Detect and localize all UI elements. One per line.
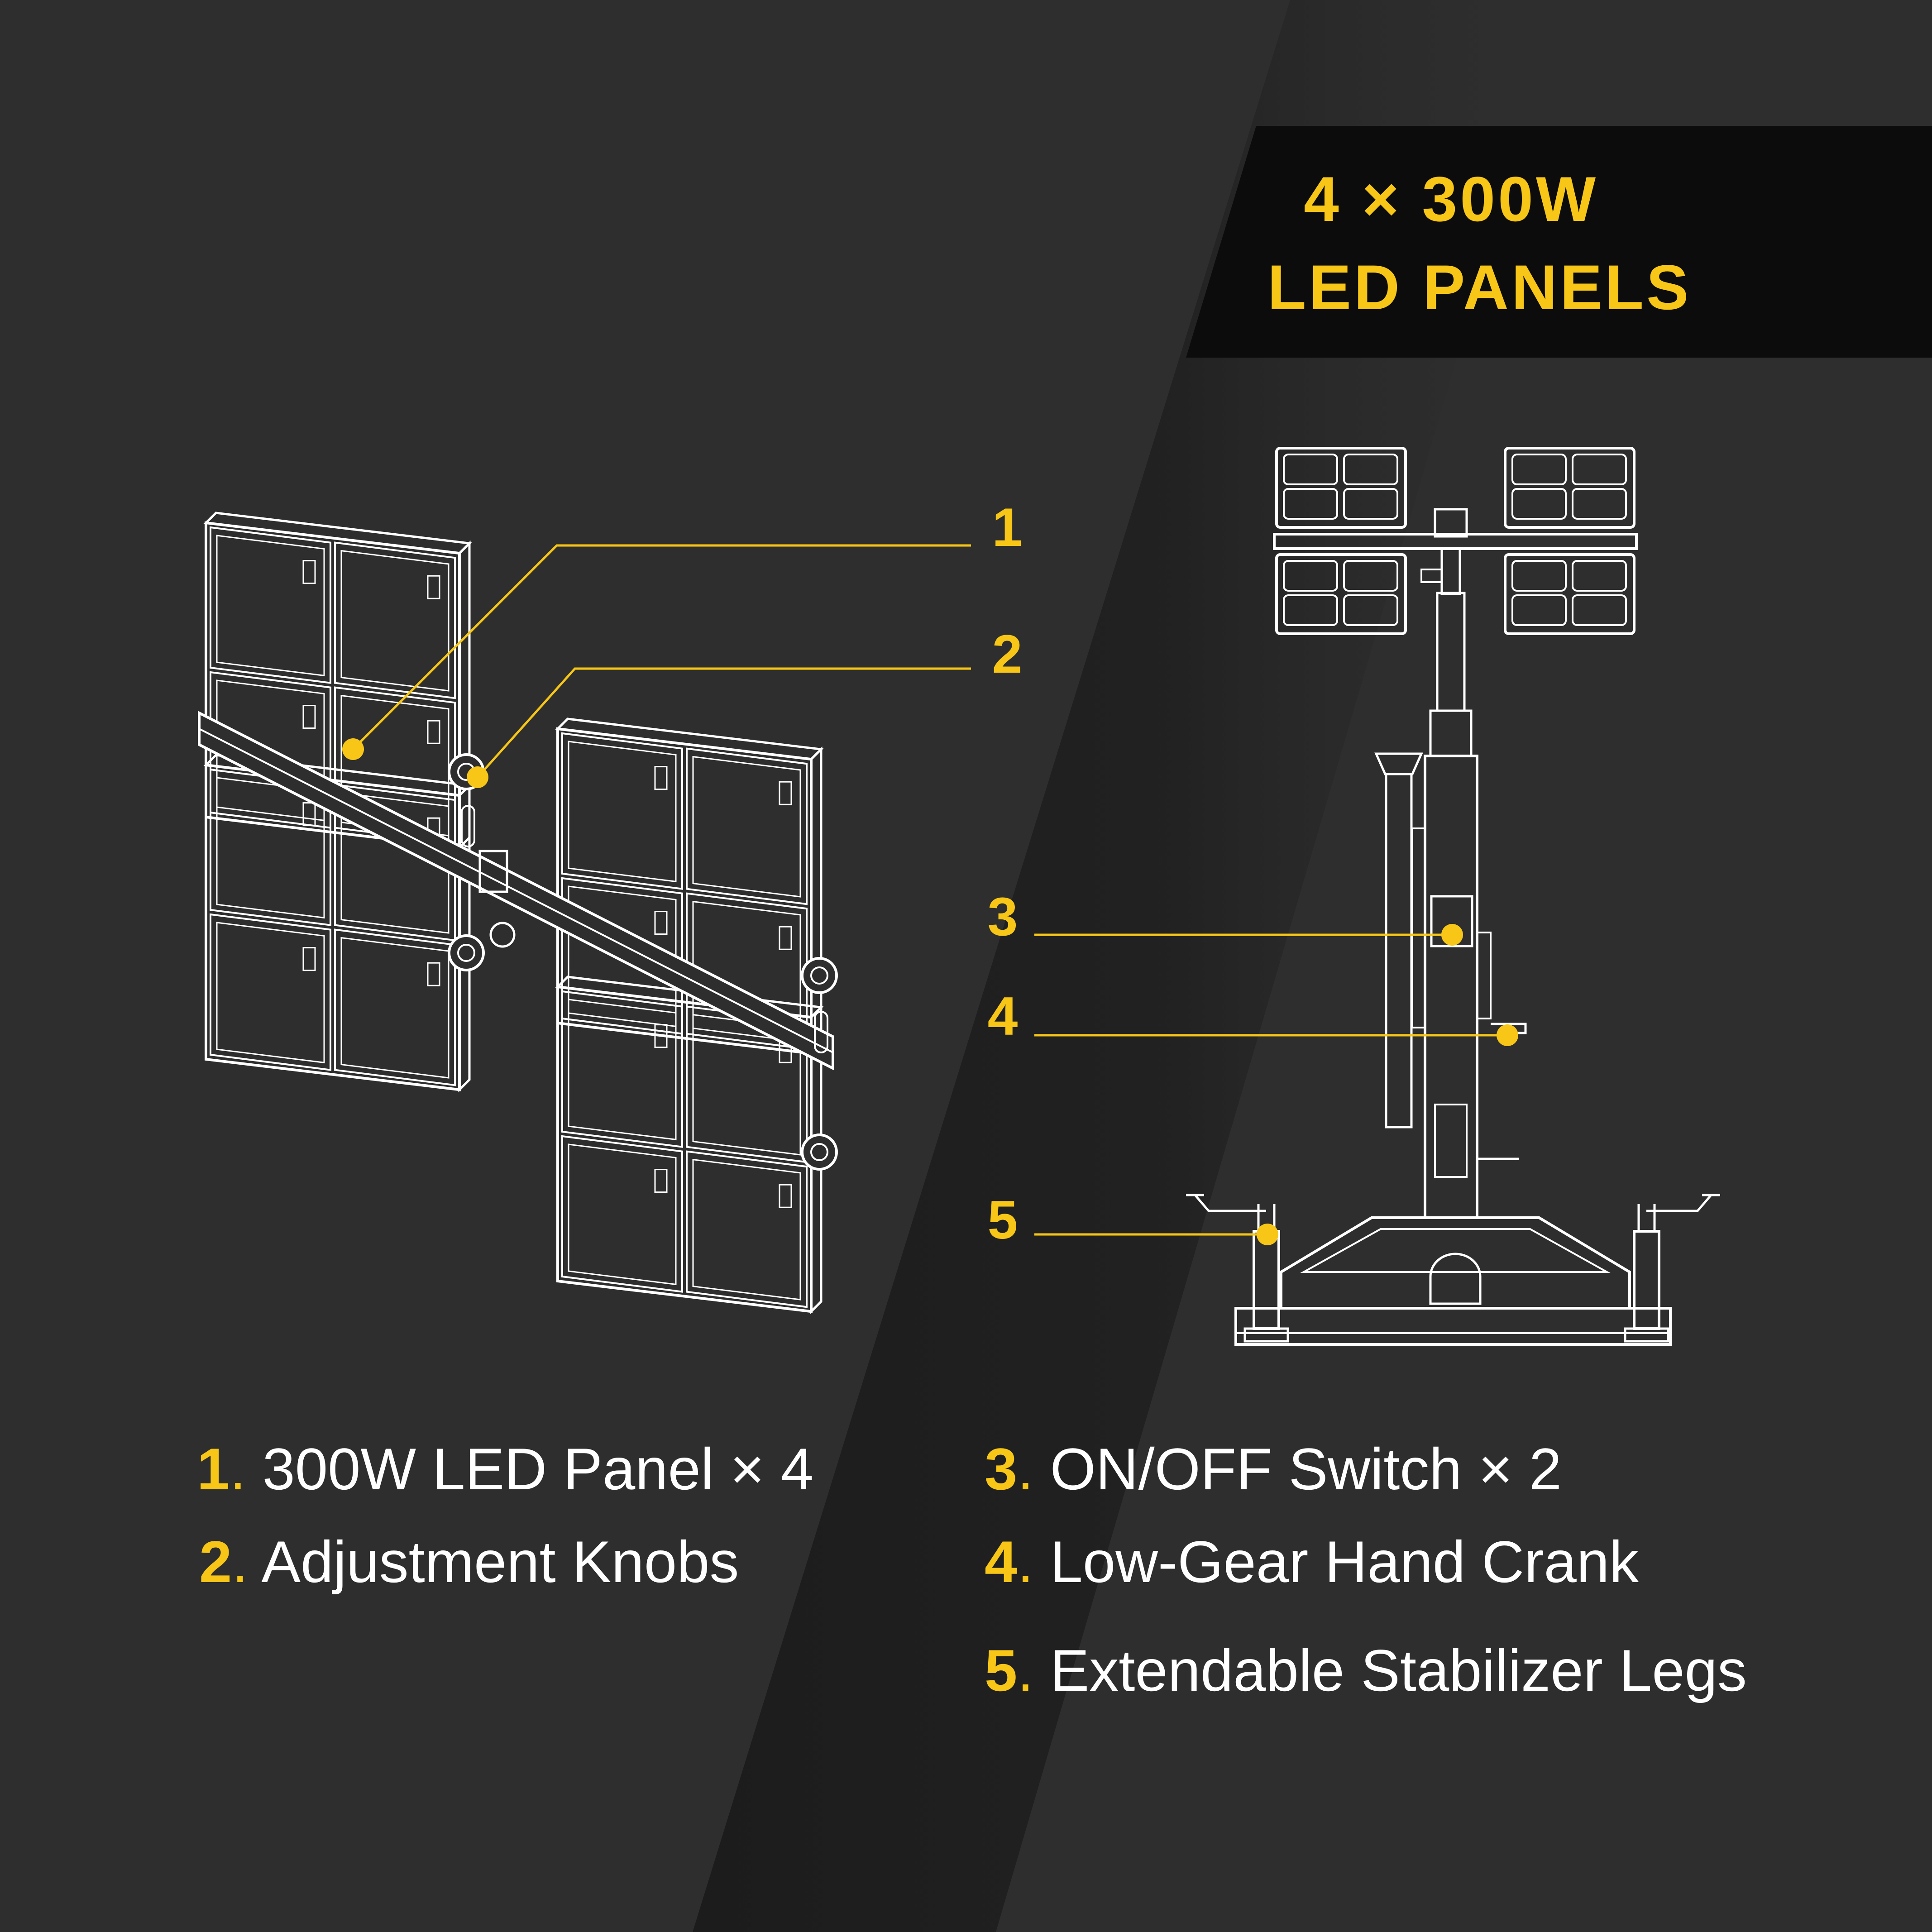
title-line-1: 4 × 300W bbox=[1304, 163, 1599, 234]
winch-housing bbox=[1476, 932, 1492, 1019]
callout-dot-2 bbox=[467, 766, 488, 788]
led-panel-icon bbox=[1275, 553, 1407, 635]
legend-label: Extendable Stabilizer Legs bbox=[1050, 1637, 1747, 1703]
legend-dot: . bbox=[1017, 1637, 1034, 1703]
knob-icon bbox=[801, 1133, 838, 1171]
knob-center bbox=[810, 966, 828, 985]
title-band bbox=[1186, 126, 1932, 358]
skid bbox=[1234, 1307, 1672, 1346]
legend-dot: . bbox=[230, 1436, 246, 1502]
led-panel-icon bbox=[1275, 447, 1407, 529]
callout-number-2: 2 bbox=[992, 624, 1023, 684]
legend-number: 3 bbox=[985, 1436, 1018, 1502]
switch-icon bbox=[1430, 895, 1473, 947]
stabilizer-leg-icon bbox=[1186, 1194, 1289, 1343]
mast-clamp bbox=[1420, 569, 1443, 583]
mast-door bbox=[1434, 1104, 1468, 1178]
title-line-2: LED PANELS bbox=[1267, 252, 1692, 323]
legend-item-1: 1. 300W LED Panel × 4 bbox=[197, 1439, 813, 1498]
stabilizer-leg-icon bbox=[1624, 1194, 1720, 1343]
legend-label: Low-Gear Hand Crank bbox=[1050, 1529, 1639, 1595]
legend-label: 300W LED Panel × 4 bbox=[262, 1436, 814, 1502]
led-panel-icon bbox=[1504, 553, 1636, 635]
side-rail bbox=[1411, 827, 1426, 1028]
legend-item-5: 5. Extendable Stabilizer Legs bbox=[985, 1641, 1747, 1700]
legend-number: 4 bbox=[985, 1529, 1018, 1595]
legend-dot: . bbox=[1017, 1436, 1034, 1502]
callout-number-5: 5 bbox=[987, 1190, 1018, 1250]
knob-icon bbox=[489, 922, 516, 948]
legend-dot: . bbox=[232, 1529, 249, 1595]
legend-number: 1 bbox=[197, 1436, 230, 1502]
slot bbox=[814, 1011, 828, 1053]
callout-number-3: 3 bbox=[987, 886, 1018, 947]
slot bbox=[461, 805, 475, 847]
mast-head bbox=[1434, 508, 1468, 538]
callout-dot-1 bbox=[342, 738, 364, 760]
panel-assembly-icon bbox=[198, 512, 838, 1315]
legend-label: ON/OFF Switch × 2 bbox=[1050, 1436, 1562, 1502]
legend-item-2: 2. Adjustment Knobs bbox=[199, 1532, 739, 1591]
callout-leader-2 bbox=[477, 667, 971, 778]
callout-number-4: 4 bbox=[987, 986, 1018, 1047]
knob-center bbox=[457, 944, 475, 962]
callout-number-1: 1 bbox=[992, 497, 1023, 558]
knob-center bbox=[810, 1143, 828, 1161]
led-panel-icon bbox=[1504, 447, 1636, 529]
knob-icon bbox=[448, 934, 485, 971]
base-top bbox=[1300, 1228, 1611, 1273]
mount-plate bbox=[478, 850, 508, 893]
legend-number: 2 bbox=[199, 1529, 232, 1595]
handle bbox=[1429, 1253, 1482, 1305]
callout-dot-3 bbox=[1441, 924, 1463, 946]
crossbar-edge bbox=[199, 728, 833, 1053]
legend-dot: . bbox=[1017, 1529, 1034, 1595]
legend-label: Adjustment Knobs bbox=[261, 1529, 739, 1595]
knob-icon bbox=[801, 957, 838, 994]
callout-leader-1 bbox=[352, 544, 971, 750]
light-tower-icon bbox=[1186, 447, 1720, 1346]
callout-dot-4 bbox=[1497, 1024, 1518, 1046]
legend-item-4: 4. Low-Gear Hand Crank bbox=[985, 1532, 1639, 1591]
legend-item-3: 3. ON/OFF Switch × 2 bbox=[985, 1439, 1562, 1498]
callout-dot-5 bbox=[1257, 1224, 1278, 1245]
legend-number: 5 bbox=[985, 1637, 1018, 1703]
